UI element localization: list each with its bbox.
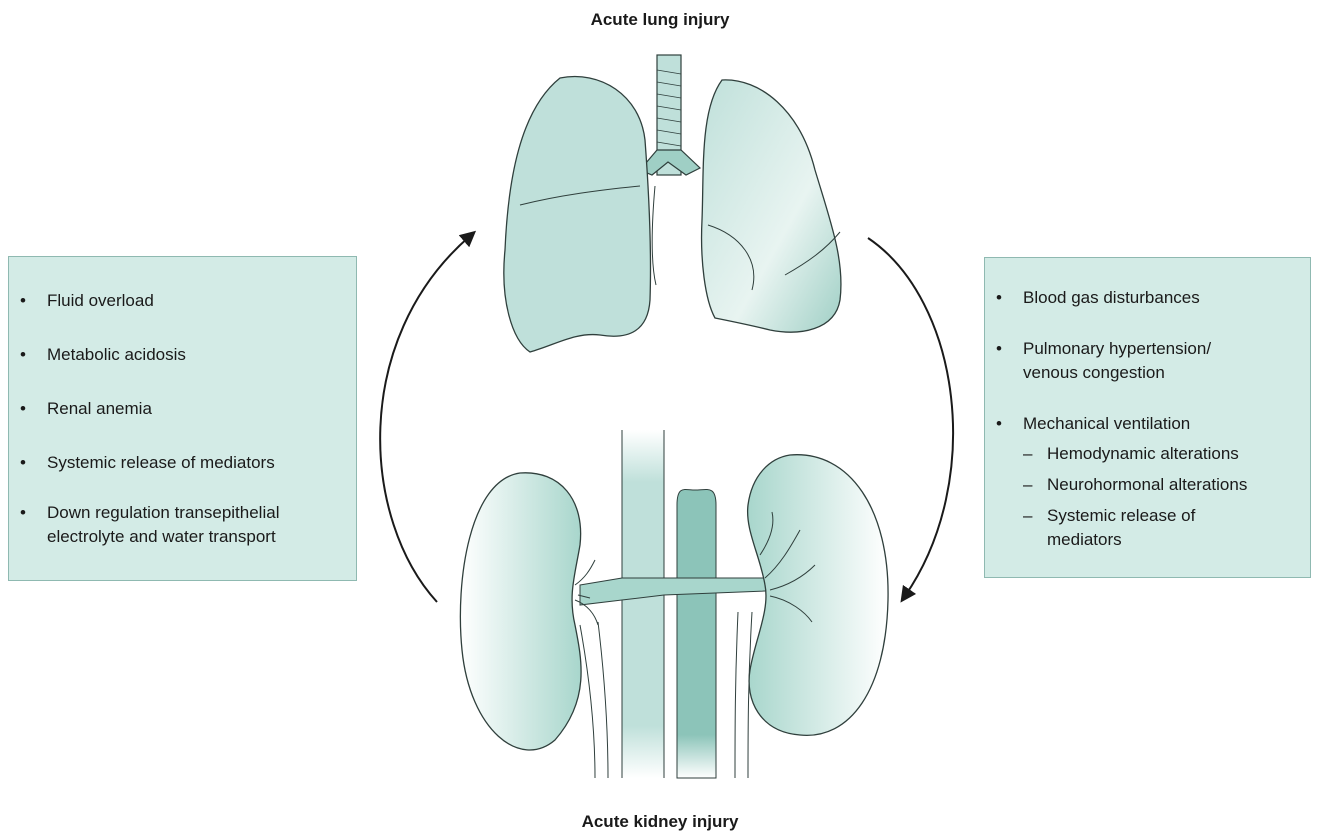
arrow-left-upward: [380, 236, 470, 602]
lung-right: [702, 80, 841, 332]
title-acute-kidney-injury: Acute kidney injury: [545, 812, 775, 832]
list-item: •Blood gas disturbances: [1023, 286, 1200, 310]
sub-item: –Systemic release of: [1047, 504, 1195, 528]
kidney-left: [460, 473, 581, 750]
title-acute-lung-injury: Acute lung injury: [560, 10, 760, 30]
sub-item: –Hemodynamic alterations: [1047, 442, 1239, 466]
lungs-illustration: [504, 55, 841, 352]
kidney-right: [748, 455, 888, 736]
lung-left: [504, 77, 651, 352]
list-item: •Systemic release of mediators: [47, 451, 275, 475]
list-item-continuation: venous congestion: [1023, 361, 1165, 385]
vena-cava: [622, 430, 664, 778]
right-info-box: •Blood gas disturbances •Pulmonary hyper…: [984, 257, 1311, 578]
kidneys-illustration: [460, 430, 888, 778]
aorta: [677, 489, 716, 778]
list-item-continuation: electrolyte and water transport: [47, 525, 276, 549]
list-item: •Mechanical ventilation: [1023, 412, 1190, 436]
list-item: •Metabolic acidosis: [47, 343, 186, 367]
sub-item-continuation: mediators: [1047, 528, 1122, 552]
list-item: •Down regulation transepithelial: [47, 501, 279, 525]
list-item: •Renal anemia: [47, 397, 152, 421]
list-item: •Pulmonary hypertension/: [1023, 337, 1211, 361]
sub-item: –Neurohormonal alterations: [1047, 473, 1247, 497]
list-item: •Fluid overload: [47, 289, 154, 313]
left-info-box: •Fluid overload •Metabolic acidosis •Ren…: [8, 256, 357, 581]
